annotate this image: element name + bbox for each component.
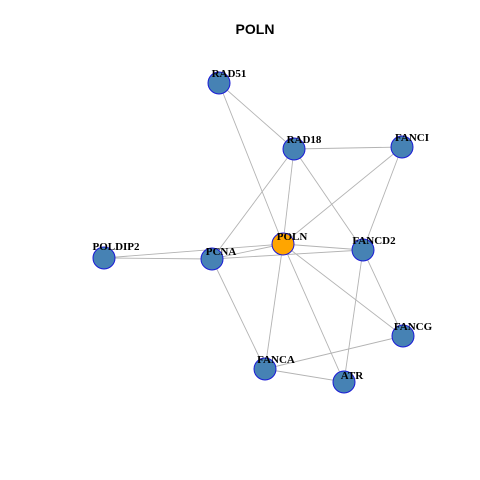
node-fancd2[interactable] [351,238,375,262]
edge-poln-fancg [282,243,404,337]
edge-rad18-fancd2 [293,148,364,251]
nodes [92,71,415,394]
node-label-fancd2: FANCD2 [352,235,396,247]
edge-pcna-fanca [211,258,266,370]
edge-fancd2-fancg [362,249,404,337]
node-poldip2[interactable] [92,246,116,270]
node-atr[interactable] [332,370,356,394]
edge-poldip2-poln [103,243,284,259]
edge-fancd2-atr [343,249,364,383]
node-label-atr: ATR [341,370,364,382]
node-poln[interactable] [271,232,295,256]
edge-rad51-rad18 [218,82,295,150]
node-pcna[interactable] [200,247,224,271]
node-label-rad18: RAD18 [287,134,322,146]
edge-rad18-pcna [211,148,295,260]
node-label-fanca: FANCA [257,354,295,366]
node-label-fancg: FANCG [394,321,433,333]
edge-poln-fanca [264,243,284,370]
graph-title: POLN [235,21,275,37]
node-fancg[interactable] [391,324,415,348]
edge-rad51-poln [218,82,284,245]
node-label-fanci: FANCI [395,132,429,144]
edge-pcna-poln [211,243,284,260]
node-label-poldip2: POLDIP2 [92,241,140,253]
edge-fancg-fanca [264,335,404,370]
edge-poldip2-pcna [103,257,213,260]
edge-poln-fancd2 [282,243,364,251]
edges [103,82,404,383]
node-fanci[interactable] [390,135,414,159]
node-rad51[interactable] [207,71,231,95]
edge-fanci-fancd2 [362,146,403,251]
node-label-rad51: RAD51 [212,68,247,80]
edge-rad18-fanci [293,146,403,150]
node-label-poln: POLN [277,231,308,243]
node-label-pcna: PCNA [206,246,237,258]
edge-fanci-poln [282,146,403,245]
edge-fanca-atr [264,368,345,383]
node-rad18[interactable] [282,137,306,161]
edge-rad18-poln [282,148,295,245]
edge-poln-atr [282,243,345,383]
node-fanca[interactable] [253,357,277,381]
